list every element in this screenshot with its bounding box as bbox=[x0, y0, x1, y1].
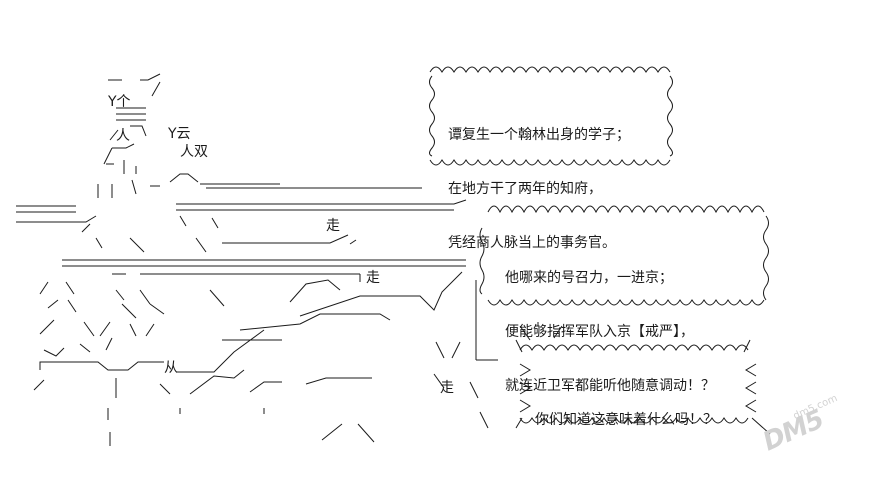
bubble-line: 就连近卫军都能听他随意调动！？ bbox=[505, 378, 715, 394]
bubble-line: 你们知道这意味着什么吗！？ bbox=[535, 412, 717, 428]
bubble-line: 凭经商人脉当上的事务官。 bbox=[448, 235, 616, 251]
glyph-walk-mid: 走 bbox=[366, 270, 380, 286]
figure-left bbox=[97, 73, 280, 229]
speech-bubble-1-text: 谭复生一个翰林出身的学子； 在地方干了两年的知府， 凭经商人脉当上的事务官。 bbox=[448, 90, 630, 270]
speech-bubble-1-outline bbox=[429, 66, 673, 166]
glyph-walk-left: 走 bbox=[326, 218, 340, 234]
right-structures bbox=[222, 271, 563, 429]
watermark-logo: dm5.com DM5 bbox=[759, 393, 858, 462]
bubble-line: 便能够指挥军队入京【戒严】， bbox=[505, 324, 694, 340]
glyph-from: 从 bbox=[164, 360, 178, 376]
bubble-line: 谭复生一个翰林出身的学子； bbox=[448, 127, 630, 143]
glyph-man: Y个 bbox=[107, 94, 131, 110]
wooden-beams bbox=[16, 187, 467, 282]
glyph-walk-right: 走 bbox=[440, 380, 454, 396]
speech-bubble-2-outline bbox=[479, 205, 769, 306]
speech-bubble-3-outline bbox=[515, 339, 771, 435]
speech-bubble-2-text: 他哪来的号召力，一进京； 便能够指挥军队入京【戒严】， 就连近卫军都能听他随意调… bbox=[505, 233, 715, 413]
timber-frame bbox=[33, 223, 375, 446]
bubble-line: 他哪来的号召力，一进京； bbox=[505, 270, 673, 286]
glyph-cloud: Y云 bbox=[167, 126, 191, 142]
glyph-pair: 人双 bbox=[180, 144, 208, 160]
bubble-line: 在地方干了两年的知府， bbox=[448, 181, 602, 197]
glyph-person: 人 bbox=[116, 128, 130, 144]
speech-bubble-3-text: 你们知道这意味着什么吗！？ bbox=[535, 375, 717, 447]
